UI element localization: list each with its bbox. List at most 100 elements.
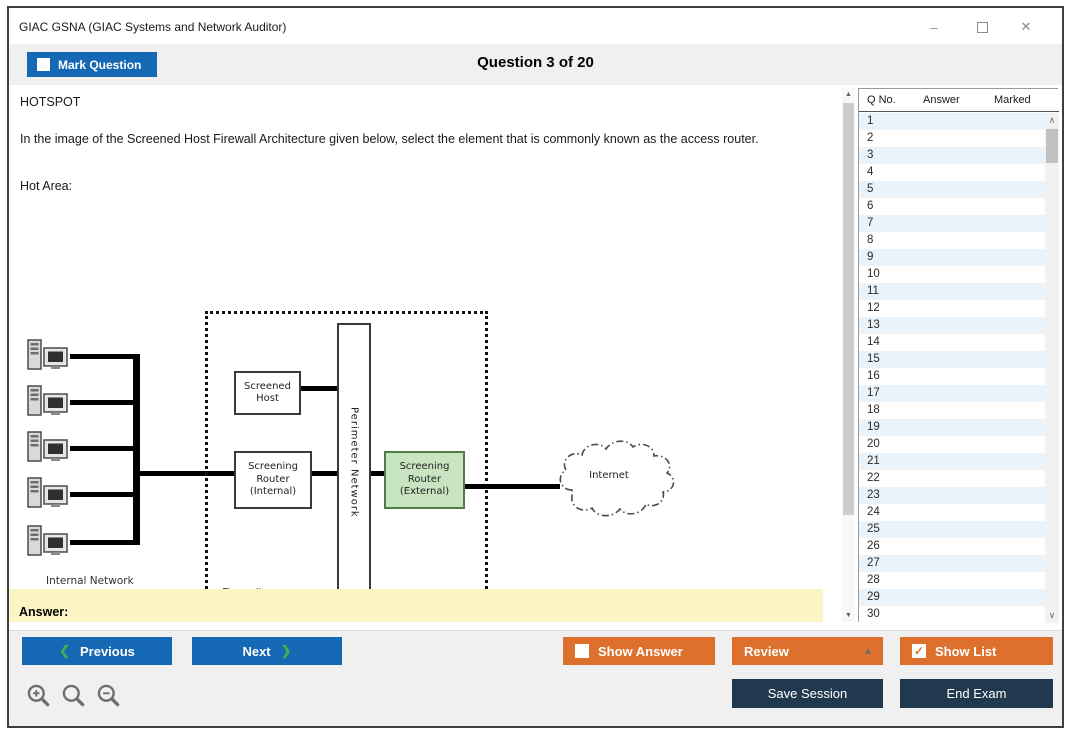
answer-cell bbox=[915, 572, 985, 589]
scroll-up-chevron-icon[interactable]: ∧ bbox=[1048, 115, 1056, 125]
marked-cell bbox=[985, 385, 1037, 402]
screened-host-box[interactable]: Screened Host bbox=[234, 371, 301, 415]
question-list-row[interactable]: 10 bbox=[859, 266, 1045, 283]
show-list-checkbox-checked[interactable]: ✓ bbox=[912, 644, 926, 658]
scroll-down-chevron-icon[interactable]: ∨ bbox=[1048, 610, 1056, 620]
question-list-row[interactable]: 2 bbox=[859, 130, 1045, 147]
minimize-button[interactable]: – bbox=[916, 14, 952, 40]
answer-cell bbox=[915, 300, 985, 317]
marked-cell bbox=[985, 317, 1037, 334]
question-list-row[interactable]: 1 bbox=[859, 113, 1045, 130]
arrow-up-icon: ▲ bbox=[863, 646, 873, 657]
marked-cell bbox=[985, 351, 1037, 368]
mark-question-button[interactable]: Mark Question bbox=[27, 52, 157, 77]
question-list-header: Q No. Answer Marked bbox=[859, 89, 1059, 112]
mark-question-label: Mark Question bbox=[58, 57, 142, 72]
answer-cell bbox=[915, 436, 985, 453]
question-list-row[interactable]: 30 bbox=[859, 606, 1045, 623]
zoom-out-icon[interactable] bbox=[96, 683, 122, 709]
q-no-cell: 21 bbox=[867, 455, 880, 467]
q-no-cell: 9 bbox=[867, 251, 874, 263]
answer-cell bbox=[915, 606, 985, 623]
perimeter-network-box[interactable]: Perimeter Network bbox=[337, 323, 371, 602]
end-exam-label: End Exam bbox=[946, 686, 1007, 701]
marked-cell bbox=[985, 113, 1037, 130]
maximize-button[interactable] bbox=[964, 14, 1000, 40]
close-button[interactable]: ✕ bbox=[1008, 14, 1044, 40]
question-list-row[interactable]: 16 bbox=[859, 368, 1045, 385]
question-list-row[interactable]: 25 bbox=[859, 521, 1045, 538]
question-list-row[interactable]: 27 bbox=[859, 555, 1045, 572]
close-icon: ✕ bbox=[1020, 19, 1032, 34]
question-list-row[interactable]: 4 bbox=[859, 164, 1045, 181]
question-list-row[interactable]: 24 bbox=[859, 504, 1045, 521]
q-no-cell: 3 bbox=[867, 149, 874, 161]
marked-cell bbox=[985, 555, 1037, 572]
mark-question-checkbox[interactable] bbox=[37, 58, 50, 71]
show-answer-button[interactable]: Show Answer bbox=[563, 637, 715, 665]
question-list-row[interactable]: 29 bbox=[859, 589, 1045, 606]
question-list-row[interactable]: 28 bbox=[859, 572, 1045, 589]
q-no-cell: 7 bbox=[867, 217, 874, 229]
save-session-button[interactable]: Save Session bbox=[732, 679, 883, 708]
review-label: Review bbox=[744, 643, 789, 659]
next-button[interactable]: Next ❯ bbox=[192, 637, 342, 665]
marked-cell bbox=[985, 334, 1037, 351]
question-text: In the image of the Screened Host Firewa… bbox=[20, 132, 759, 146]
content-scrollbar-thumb[interactable] bbox=[843, 103, 854, 515]
show-answer-checkbox[interactable] bbox=[575, 644, 589, 658]
question-list-row[interactable]: 23 bbox=[859, 487, 1045, 504]
scroll-down-icon[interactable]: ▼ bbox=[845, 612, 852, 619]
q-no-cell: 22 bbox=[867, 472, 880, 484]
review-button[interactable]: Review ▲ bbox=[732, 637, 883, 665]
question-list-row[interactable]: 11 bbox=[859, 283, 1045, 300]
show-answer-label: Show Answer bbox=[598, 643, 683, 659]
question-list-row[interactable]: 20 bbox=[859, 436, 1045, 453]
question-list-row[interactable]: 21 bbox=[859, 453, 1045, 470]
q-no-cell: 8 bbox=[867, 234, 874, 246]
question-list-row[interactable]: 3 bbox=[859, 147, 1045, 164]
question-list-row[interactable]: 17 bbox=[859, 385, 1045, 402]
question-list-row[interactable]: 6 bbox=[859, 198, 1045, 215]
marked-cell bbox=[985, 147, 1037, 164]
question-list-scrollbar[interactable]: ∧ ∨ bbox=[1045, 113, 1059, 623]
marked-cell bbox=[985, 164, 1037, 181]
marked-cell bbox=[985, 504, 1037, 521]
content-scrollbar[interactable]: ▲ ▼ bbox=[842, 88, 855, 622]
question-list-row[interactable]: 5 bbox=[859, 181, 1045, 198]
question-list-row[interactable]: 7 bbox=[859, 215, 1045, 232]
firewall-architecture-diagram: Firewall Screened Host Perimeter Network… bbox=[9, 210, 842, 630]
previous-button[interactable]: ❮ Previous bbox=[22, 637, 172, 665]
q-no-cell: 17 bbox=[867, 387, 880, 399]
question-list-scrollbar-thumb[interactable] bbox=[1046, 129, 1058, 163]
show-list-button[interactable]: ✓ Show List bbox=[900, 637, 1053, 665]
zoom-reset-icon[interactable] bbox=[61, 683, 87, 709]
answer-cell bbox=[915, 453, 985, 470]
question-list-row[interactable]: 22 bbox=[859, 470, 1045, 487]
screening-router-internal-box[interactable]: Screening Router (Internal) bbox=[234, 451, 312, 509]
question-list-row[interactable]: 18 bbox=[859, 402, 1045, 419]
question-list-row[interactable]: 26 bbox=[859, 538, 1045, 555]
question-list-row[interactable]: 9 bbox=[859, 249, 1045, 266]
q-no-cell: 25 bbox=[867, 523, 880, 535]
question-list-row[interactable]: 12 bbox=[859, 300, 1045, 317]
marked-cell bbox=[985, 130, 1037, 147]
zoom-in-icon[interactable] bbox=[26, 683, 52, 709]
q-no-cell: 18 bbox=[867, 404, 880, 416]
question-list-row[interactable]: 8 bbox=[859, 232, 1045, 249]
scroll-up-icon[interactable]: ▲ bbox=[845, 91, 852, 98]
screening-router-external-box-selected[interactable]: Screening Router (External) bbox=[384, 451, 465, 509]
answer-label: Answer: bbox=[19, 605, 69, 619]
question-list-row[interactable]: 13 bbox=[859, 317, 1045, 334]
question-list-row[interactable]: 19 bbox=[859, 419, 1045, 436]
network-line bbox=[312, 471, 337, 476]
end-exam-button[interactable]: End Exam bbox=[900, 679, 1053, 708]
show-list-label: Show List bbox=[935, 643, 997, 659]
answer-cell bbox=[915, 351, 985, 368]
question-list-row[interactable]: 14 bbox=[859, 334, 1045, 351]
minimize-icon: – bbox=[930, 19, 938, 35]
screening-router-internal-label: Screening Router (Internal) bbox=[248, 461, 298, 498]
question-list-row[interactable]: 15 bbox=[859, 351, 1045, 368]
answer-cell bbox=[915, 470, 985, 487]
next-label: Next bbox=[242, 643, 271, 659]
